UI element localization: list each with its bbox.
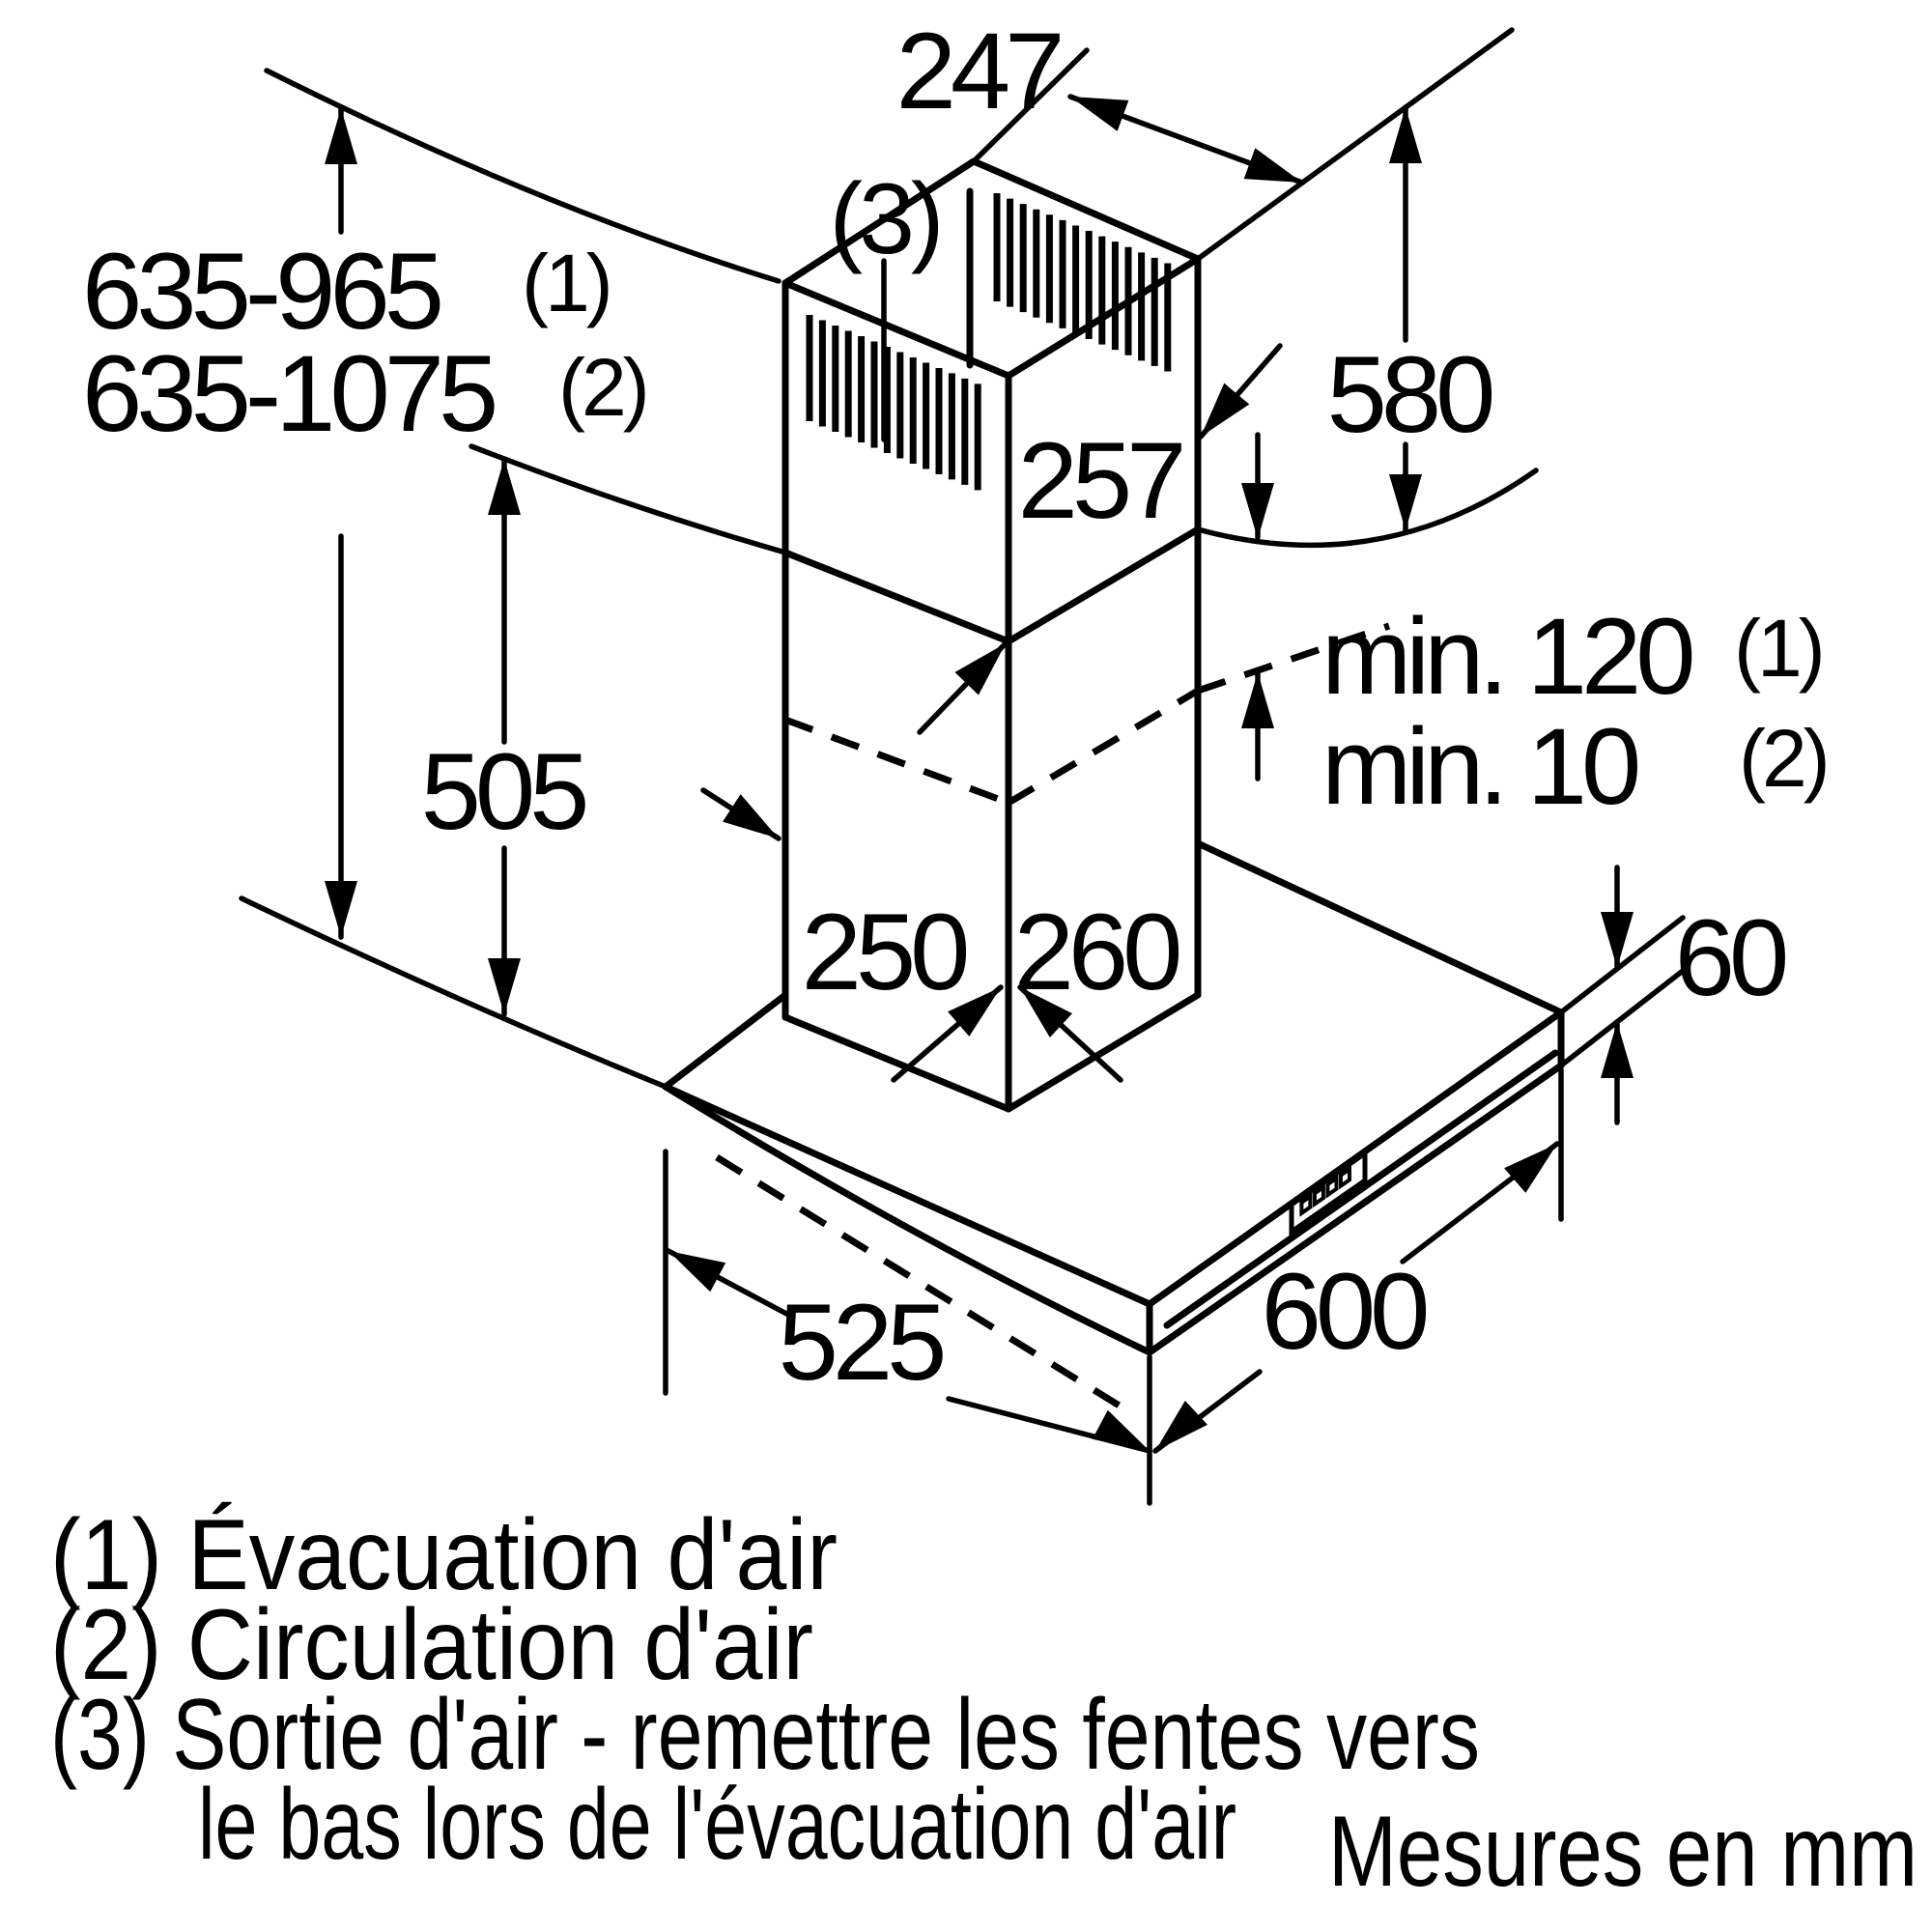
- dim-label-min-overlap-evacuation: min. 120: [1321, 596, 1691, 717]
- legend-line-air-outlet-cont: le bas lors de l'évacuation d'air: [198, 1769, 1236, 1881]
- callout-air-outlet-mark: (3): [829, 163, 940, 275]
- dim-label-chimney-right-width: 260: [1014, 892, 1179, 1012]
- dim-mark-evacuation: (1): [522, 238, 610, 328]
- legend-line-circulation: (2) Circulation d'air: [50, 1589, 813, 1701]
- appliance-outline: [662, 157, 1565, 1356]
- legend-line-evacuation: (1) Évacuation d'air: [50, 1499, 838, 1611]
- dim-label-total-height-circulation: 635-1075: [82, 333, 495, 454]
- dim-label-min-overlap-circulation: min. 10: [1321, 706, 1637, 827]
- air-outlet-vent-slots: [806, 193, 1172, 491]
- dim-mark-min-evacuation: (1): [1734, 603, 1822, 694]
- units-note: Mesures en mm: [1328, 1796, 1918, 1908]
- dim-label-lower-chimney-height: 505: [421, 731, 586, 852]
- dim-label-hood-height: 60: [1675, 897, 1785, 1018]
- dim-mark-min-circulation: (2): [1739, 713, 1827, 804]
- legend-line-air-outlet: (3) Sortie d'air - remettre les fentes v…: [50, 1679, 1480, 1791]
- dim-label-total-height-evacuation: 635-965: [82, 231, 440, 352]
- dim-label-chimney-top-depth: 247: [896, 11, 1061, 131]
- dimension-arrowheads: [325, 97, 1634, 1451]
- dim-label-upper-section-height: 580: [1327, 334, 1492, 455]
- dim-mark-circulation: (2): [558, 342, 646, 433]
- control-panel-buttons: [1299, 1165, 1351, 1217]
- dim-label-upper-chimney-front: 257: [1018, 420, 1182, 541]
- dim-label-hood-width: 600: [1262, 1251, 1427, 1372]
- dim-label-hood-depth: 525: [779, 1282, 944, 1403]
- dim-label-chimney-left-width: 250: [802, 892, 967, 1012]
- hidden-edges-dashed: [715, 622, 1391, 1415]
